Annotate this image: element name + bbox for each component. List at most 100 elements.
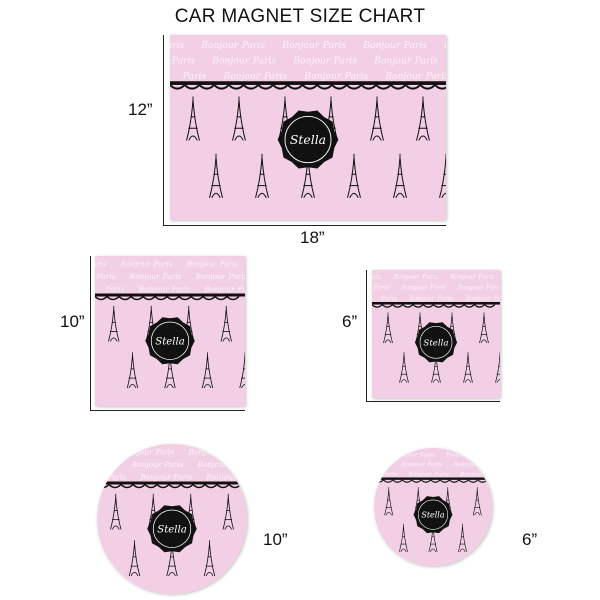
script-word: Paris xyxy=(252,55,277,66)
script-word: Bonjour xyxy=(197,460,229,469)
script-word: Bonjour xyxy=(195,272,227,281)
script-word: Paris xyxy=(471,452,487,458)
name-text: Stella xyxy=(290,132,326,147)
magnet-rectangle-18x12: ParisBonjourParisBonjourParisBonjourPari… xyxy=(170,35,446,220)
eiffel-tower-icon xyxy=(383,312,393,344)
script-word: Paris xyxy=(239,473,248,482)
script-word: Paris xyxy=(162,272,182,281)
script-word: Bonjour xyxy=(140,473,172,482)
script-word: Bonjour xyxy=(204,285,236,294)
eiffel-tower-icon xyxy=(458,523,467,552)
script-word: Paris xyxy=(96,272,116,281)
height-label: 10” xyxy=(60,312,85,331)
script-word: Paris xyxy=(425,71,446,82)
eiffel-tower-icon xyxy=(220,305,232,342)
script-word: Bonjour xyxy=(206,473,238,482)
script-word: Paris xyxy=(380,294,398,302)
script-word: Bonjour xyxy=(200,40,239,51)
script-word: Bonjour xyxy=(464,294,492,302)
eiffel-tower-icon xyxy=(110,493,122,530)
eiffel-tower-icon xyxy=(255,153,269,199)
script-word: Paris xyxy=(429,284,447,292)
script-word: Paris xyxy=(230,460,248,469)
dimension-line-horizontal xyxy=(90,410,245,411)
script-word: Paris xyxy=(414,55,439,66)
height-label: 12” xyxy=(128,100,153,119)
script-word: Paris xyxy=(419,452,435,458)
script-word: Paris xyxy=(374,452,383,458)
script-word: Paris xyxy=(164,460,184,469)
eiffel-tower-icon xyxy=(416,96,430,141)
height-label: 6” xyxy=(342,312,358,331)
script-word: Bonjour xyxy=(120,260,152,269)
size-label: 10” xyxy=(263,530,288,549)
script-word: Paris xyxy=(381,472,397,478)
eiffel-tower-icon xyxy=(128,540,141,577)
script-word: Bonjour xyxy=(407,472,433,478)
chart-title: CAR MAGNET SIZE CHART xyxy=(174,6,426,27)
script-word: Paris xyxy=(97,448,109,457)
script-word: Paris xyxy=(219,260,239,269)
script-word: Bonjour xyxy=(303,71,342,82)
eiffel-tower-icon xyxy=(384,487,394,516)
script-word: Paris xyxy=(95,260,107,269)
eiffel-tower-icon xyxy=(239,352,245,389)
magnet-pattern: ParisBonjourParisBonjourParisParisBonjou… xyxy=(372,270,500,398)
name-text: Stella xyxy=(157,525,186,536)
script-word: Paris xyxy=(98,460,118,469)
script-word: Bonjour xyxy=(186,260,218,269)
script-word: Paris xyxy=(436,294,454,302)
script-word: Paris xyxy=(477,273,495,281)
script-word: Paris xyxy=(170,40,184,51)
script-word: Paris xyxy=(426,462,442,468)
script-word: Bonjour xyxy=(138,285,170,294)
eiffel-tower-icon xyxy=(370,96,384,141)
script-word: Paris xyxy=(221,448,241,457)
script-word: Bonjour xyxy=(445,452,471,458)
script-word: Paris xyxy=(105,285,125,294)
dimension-line-vertical xyxy=(163,35,164,225)
eiffel-tower-icon xyxy=(186,96,200,141)
script-word: Paris xyxy=(173,473,193,482)
script-word: Bonjour xyxy=(393,273,421,281)
script-word: Paris xyxy=(478,462,492,468)
eiffel-tower-icon xyxy=(393,153,407,199)
magnet-pattern: ParisBonjourParisBonjourParisParisBonjou… xyxy=(97,444,247,594)
size-label: 6” xyxy=(522,530,538,549)
magnet-circle-10: ParisBonjourParisBonjourParisParisBonjou… xyxy=(97,444,247,594)
script-word: Bonjour xyxy=(408,294,436,302)
name-text: Stella xyxy=(155,337,184,348)
magnet-circle-6: ParisBonjourParisBonjourParisParisBonjou… xyxy=(374,448,492,566)
script-word: Bonjour xyxy=(459,472,485,478)
eiffel-tower-icon xyxy=(439,153,446,199)
script-word: Paris xyxy=(485,472,492,478)
eiffel-tower-icon xyxy=(347,153,361,199)
script-word: Paris xyxy=(171,55,196,66)
script-word: Bonjour xyxy=(131,460,163,469)
script-word: Paris xyxy=(433,472,449,478)
script-word: Bonjour xyxy=(373,55,412,66)
script-word: Paris xyxy=(228,272,246,281)
eiffel-tower-icon xyxy=(232,96,246,141)
eiffel-tower-icon xyxy=(472,487,482,516)
script-word: Paris xyxy=(374,462,390,468)
name-text: Stella xyxy=(423,339,448,349)
eiffel-tower-icon xyxy=(479,312,489,344)
eiffel-tower-icon xyxy=(203,540,216,577)
script-word: Bonjour xyxy=(222,71,261,82)
script-word: Bonjour xyxy=(449,273,477,281)
script-word: Paris xyxy=(241,40,266,51)
name-badge xyxy=(277,110,339,169)
eiffel-tower-icon xyxy=(222,493,234,530)
eiffel-tower-icon xyxy=(487,523,492,552)
script-word: Bonjour xyxy=(393,452,419,458)
script-word: Bonjour xyxy=(211,55,250,66)
eiffel-tower-icon xyxy=(399,352,409,383)
script-word: Bonjour xyxy=(384,71,423,82)
script-word: Bonjour xyxy=(188,448,220,457)
script-word: Bonjour xyxy=(400,284,428,292)
dimension-line-vertical xyxy=(366,270,367,402)
script-word: Paris xyxy=(493,294,500,302)
script-word: Bonjour xyxy=(281,40,320,51)
magnet-square-6: ParisBonjourParisBonjourParisParisBonjou… xyxy=(372,270,500,398)
